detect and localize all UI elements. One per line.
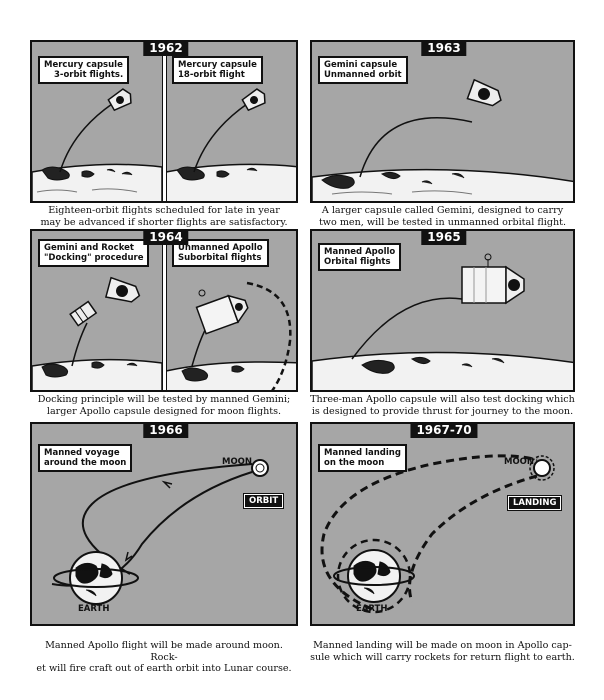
caption-1964: Docking principle will be tested by mann… xyxy=(37,394,291,417)
year-badge-1964: 1964 xyxy=(143,231,189,245)
panel-1964: 1964 Gemini and Rocket "Docking" procedu… xyxy=(30,229,298,392)
caption-1967-70: Manned landing will be made on moon in A… xyxy=(310,640,575,663)
panel-1962-art xyxy=(32,88,296,201)
panel-divider xyxy=(162,42,167,201)
year-badge-1966: 1966 xyxy=(143,424,189,438)
moon-label: MOON xyxy=(222,457,253,467)
orbit-tag: ORBIT xyxy=(242,493,285,509)
earth-label: EARTH xyxy=(356,604,388,614)
panel-1965: 1965 Manned Apollo Orbital flights xyxy=(310,229,575,392)
caption-1965: Three-man Apollo capsule will also test … xyxy=(310,394,575,417)
label-gemini-docking: Gemini and Rocket "Docking" procedure xyxy=(38,239,150,267)
panel-1966: 1966 Manned voyage around the moon MOON … xyxy=(30,422,298,626)
year-badge-1963: 1963 xyxy=(421,42,467,56)
caption-1963: A larger capsule called Gemini, designed… xyxy=(318,205,567,228)
label-landing-on-moon: Manned landing on the moon xyxy=(318,444,407,472)
panel-1963: 1963 Gemini capsule Unmanned orbit xyxy=(310,40,575,203)
panel-1966-art xyxy=(51,459,269,605)
panel-1964-art xyxy=(32,276,296,390)
panel-1967-art xyxy=(320,454,555,614)
caption-1966: Manned Apollo flight will be made around… xyxy=(36,640,292,674)
panel-1963-art xyxy=(312,78,573,201)
label-mercury-18-orbit: Mercury capsule 18-orbit flight xyxy=(172,56,263,84)
label-gemini-unmanned: Gemini capsule Unmanned orbit xyxy=(318,56,408,84)
year-badge-1962: 1962 xyxy=(143,42,189,56)
landing-tag: LANDING xyxy=(506,495,563,511)
panel-divider xyxy=(162,231,167,390)
panel-1967-70: 1967-70 Manned landing on the moon MOON … xyxy=(310,422,575,626)
label-voyage-around-moon: Manned voyage around the moon xyxy=(38,444,133,472)
panel-1965-art xyxy=(312,253,573,390)
moon-label: MOON xyxy=(504,457,535,467)
earth-label: EARTH xyxy=(78,604,110,614)
year-badge-1967-70: 1967-70 xyxy=(410,424,478,438)
year-badge-1965: 1965 xyxy=(421,231,467,245)
label-mercury-3-orbit: Mercury capsule 3-orbit flights. xyxy=(38,56,130,84)
label-apollo-orbital: Manned Apollo Orbital flights xyxy=(318,243,402,271)
caption-1962: Eighteen-orbit flights scheduled for lat… xyxy=(40,205,288,228)
panel-1962: 1962 Mercury capsule 3-orbit flights. Me… xyxy=(30,40,298,203)
